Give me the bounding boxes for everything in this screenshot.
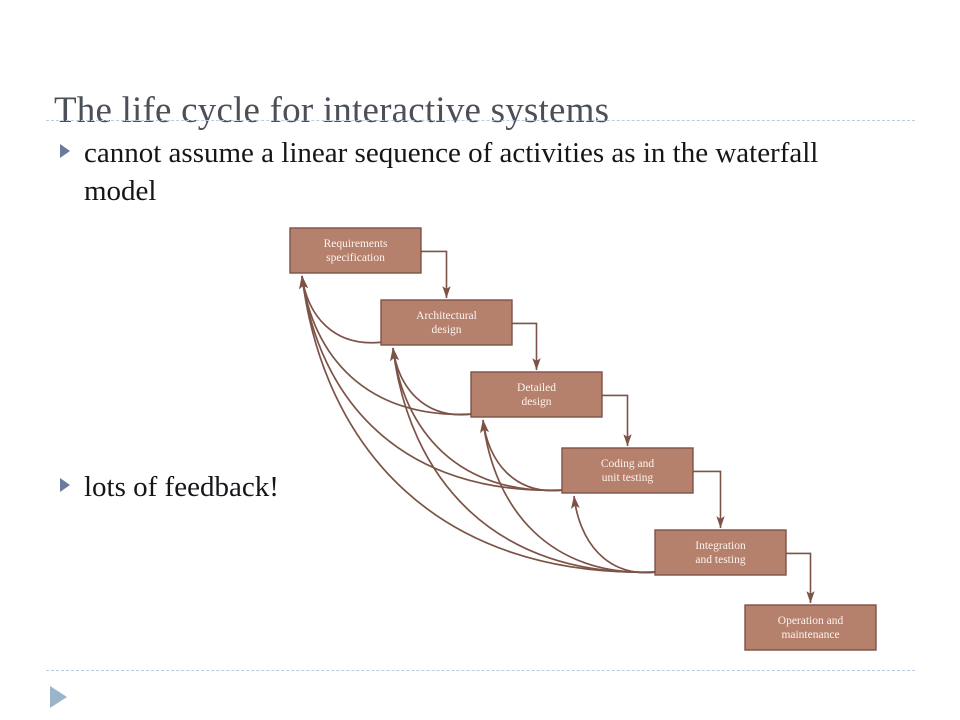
stage-label-line1: Architectural [416, 310, 477, 322]
feedback-arrow-integration-to-coding [571, 495, 658, 574]
feedback-arrow-detailed-to-architectural [390, 347, 474, 416]
feedback-arrow-architectural-to-requirements [299, 275, 384, 344]
stage-label-line1: Coding and [601, 458, 655, 470]
stage-label-line2: design [521, 396, 551, 408]
stage-label-line1: Detailed [517, 382, 556, 394]
bullet-text-1: cannot assume a linear sequence of activ… [84, 137, 819, 207]
stage-box-operation[interactable]: Operation and maintenance [744, 604, 877, 651]
bullet-item-1: cannot assume a linear sequence of activ… [58, 134, 888, 210]
feedback-arrow-integration-to-architectural [390, 347, 658, 573]
forward-connector-architectural-to-detailed [512, 322, 541, 371]
feedback-arrow-coding-to-requirements [299, 275, 565, 492]
feedback-arrow-integration-to-detailed [480, 419, 658, 574]
stage-label-line2: design [431, 324, 461, 336]
stage-label-line1: Operation and [778, 615, 844, 627]
stage-box-detailed[interactable]: Detailed design [470, 371, 603, 418]
feedback-arrow-detailed-to-requirements [299, 275, 474, 416]
stage-label-line2: and testing [695, 554, 745, 566]
bullet-item-2: lots of feedback! [58, 468, 478, 506]
stage-box-coding[interactable]: Coding and unit testing [561, 447, 694, 494]
triangle-bullet-icon [58, 477, 72, 493]
page-title: The life cycle for interactive systems [54, 89, 610, 131]
stage-box-requirements[interactable]: Requirements specification [289, 227, 422, 274]
triangle-bullet-icon [58, 143, 72, 159]
stage-label-line2: maintenance [781, 629, 839, 641]
forward-connector-requirements-to-architectural [421, 250, 451, 299]
forward-connector-integration-to-operation [786, 552, 815, 604]
stage-label-line2: specification [326, 252, 385, 264]
stage-box-integration[interactable]: Integration and testing [654, 529, 787, 576]
forward-connector-coding-to-integration [693, 470, 725, 529]
forward-connector-detailed-to-coding [602, 394, 632, 447]
stage-label-line2: unit testing [602, 472, 654, 484]
feedback-arrow-integration-to-requirements [299, 275, 658, 573]
stage-box-architectural[interactable]: Architectural design [380, 299, 513, 346]
feedback-arrow-layer [299, 275, 658, 574]
forward-connector-layer [421, 250, 815, 604]
stage-label-line1: Requirements [324, 238, 388, 250]
stage-label-line1: Integration [695, 540, 746, 552]
feedback-arrow-coding-to-detailed [480, 419, 565, 492]
bullet-text-2: lots of feedback! [84, 471, 279, 503]
footer-divider-rule [46, 670, 915, 671]
title-divider-rule [46, 120, 915, 121]
next-slide-triangle-icon[interactable] [48, 684, 70, 710]
